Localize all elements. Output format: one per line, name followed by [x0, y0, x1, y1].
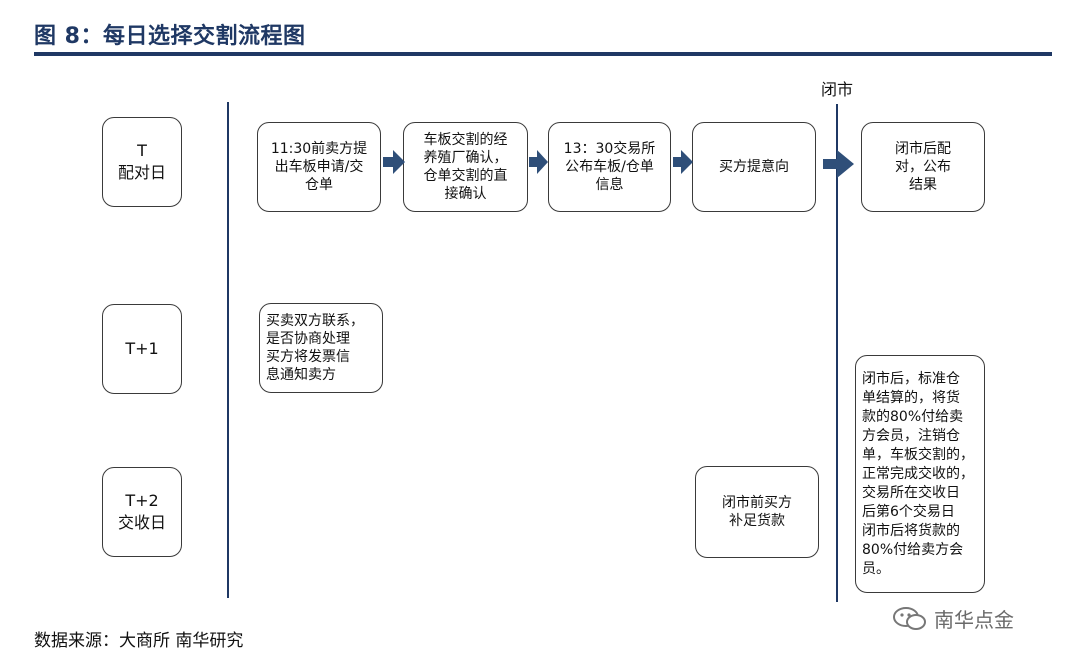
step-buyer-pay: 闭市前买方 补足货款	[695, 466, 819, 558]
source-note: 数据来源：大商所 南华研究	[34, 631, 244, 651]
watermark: 南华点金	[892, 604, 1014, 633]
close-label: 闭市	[821, 80, 854, 99]
page-title: 图 8：每日选择交割流程图	[34, 24, 306, 49]
watermark-text: 南华点金	[934, 608, 1014, 632]
day-box-t: T 配对日	[102, 117, 182, 207]
left-divider-line	[227, 102, 229, 598]
step-match-result: 闭市后配 对，公布 结果	[861, 122, 985, 212]
day-box-t2: T+2 交收日	[102, 467, 182, 557]
step-buyer-intent: 买方提意向	[692, 122, 816, 212]
step-settlement-payment: 闭市后，标准仓 单结算的，将货 款的80%付给卖 方会员，注销仓 单，车板交割的…	[855, 355, 985, 593]
close-divider-line	[836, 104, 838, 602]
step-confirm: 车板交割的经 养殖厂确认， 仓单交割的直 接确认	[403, 122, 528, 212]
wechat-icon	[893, 606, 926, 630]
step-exchange-publish: 13：30交易所 公布车板/仓单 信息	[548, 122, 671, 212]
step-seller-apply: 11:30前卖方提 出车板申请/交 仓单	[257, 122, 381, 212]
title-underline	[34, 52, 1052, 56]
arrow-right-icon	[383, 150, 405, 174]
day-box-t1: T+1	[102, 304, 182, 394]
arrow-right-icon	[529, 150, 548, 174]
arrow-right-icon	[673, 150, 693, 174]
step-buyer-seller-contact: 买卖双方联系， 是否协商处理 买方将发票信 息通知卖方	[259, 303, 383, 393]
arrow-right-icon	[823, 150, 854, 178]
